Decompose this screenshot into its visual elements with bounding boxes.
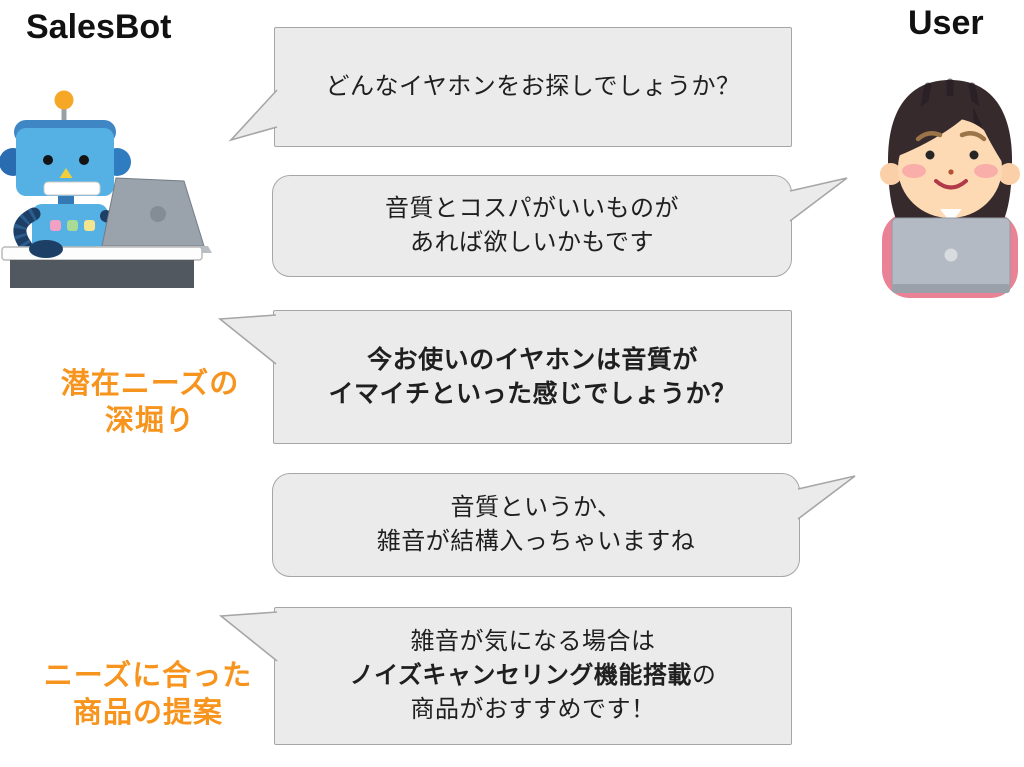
bubble-text-line: 音質とコスパがいいものが [385,195,679,222]
speech-tail-left-icon [217,314,277,365]
bubble-text-line: あれば欲しいかもです [409,229,655,256]
bot-speech-bubble-3: 雑音が気になる場合は ノイズキャンセリング機能搭載の 商品がおすすめです！ [218,607,792,745]
desk-front-icon [10,260,194,288]
robot-antenna-icon [61,108,67,126]
user-right-blush-icon [974,164,998,178]
user-title: User [908,4,984,42]
annotation-latent-needs: 潜在ニーズの 深堀り [28,366,272,440]
bubble-text-line: イマイチといった感じでしょうか？ [328,380,737,408]
user-speech-bubble-1: 音質とコスパがいいものが あれば欲しいかもです [272,175,848,277]
annotation-line: 潜在ニーズの [60,368,240,400]
robot-laptop-logo-icon [150,206,166,222]
salesbot-title: SalesBot [26,8,172,46]
user-left-ear-icon [880,163,902,185]
annotation-product-proposal: ニーズに合った 商品の提案 [18,658,278,732]
user-collar-icon [940,209,962,223]
bubble-text-line: ノイズキャンセリング機能搭載の [350,659,717,693]
robot-arm-coils-icon [13,208,38,250]
user-mouth-icon [934,179,968,190]
robot-button-green-icon [67,220,78,231]
robot-mouth-icon [43,181,101,196]
user-nose-icon [948,169,954,175]
speech-tail-right-icon [797,475,856,520]
robot-antenna-ball-icon [54,90,74,110]
bubble-text-line: 雑音が結構入っちゃいますね [376,528,696,555]
bot-speech-bubble-1: どんなイヤホンをお探しでしょうか？ [228,27,792,147]
robot-nose-icon [59,168,73,178]
robot-button-pink-icon [50,220,61,231]
emphasized-text: ノイズキャンセリング機能搭載 [349,662,692,689]
annotation-line: 深堀り [104,405,195,437]
robot-right-eye-icon [79,155,89,165]
bubble-text-line: どんなイヤホンをお探しでしょうか？ [325,73,741,100]
speech-tail-left-icon [228,89,278,142]
bubble-text-line: 雑音が気になる場合は [410,628,656,655]
robot-head-icon [16,128,114,196]
annotation-line: ニーズに合った [43,660,253,692]
bubble-text-line: 今お使いのイヤホンは音質が [367,346,698,374]
user-bangs-icon [898,96,1002,162]
bubble-text-line: 商品がおすすめです！ [410,696,656,723]
woman-at-laptop-illustration [880,78,1020,298]
user-right-eyebrow-icon [959,130,987,142]
user-laptop-base-icon [892,284,1010,293]
user-laptop-logo-icon [944,248,958,262]
user-right-ear-icon [998,163,1020,185]
user-left-eye-icon [925,150,935,160]
robot-at-laptop-illustration [0,90,212,288]
bot-speech-bubble-2: 今お使いのイヤホンは音質が イマイチといった感じでしょうか？ [217,310,792,444]
speech-tail-right-icon [789,177,848,222]
user-speech-bubble-2: 音質というか、 雑音が結構入っちゃいますね [272,473,856,577]
robot-button-yellow-icon [84,220,95,231]
robot-hand-icon [29,240,63,258]
bubble-text-line: 音質というか、 [450,494,622,521]
annotation-line: 商品の提案 [72,697,223,729]
robot-left-eye-icon [43,155,53,165]
user-left-blush-icon [902,164,926,178]
regular-text: の [691,662,717,689]
user-right-eye-icon [969,150,979,160]
speech-tail-left-icon [218,611,278,662]
user-left-eyebrow-icon [915,130,943,142]
